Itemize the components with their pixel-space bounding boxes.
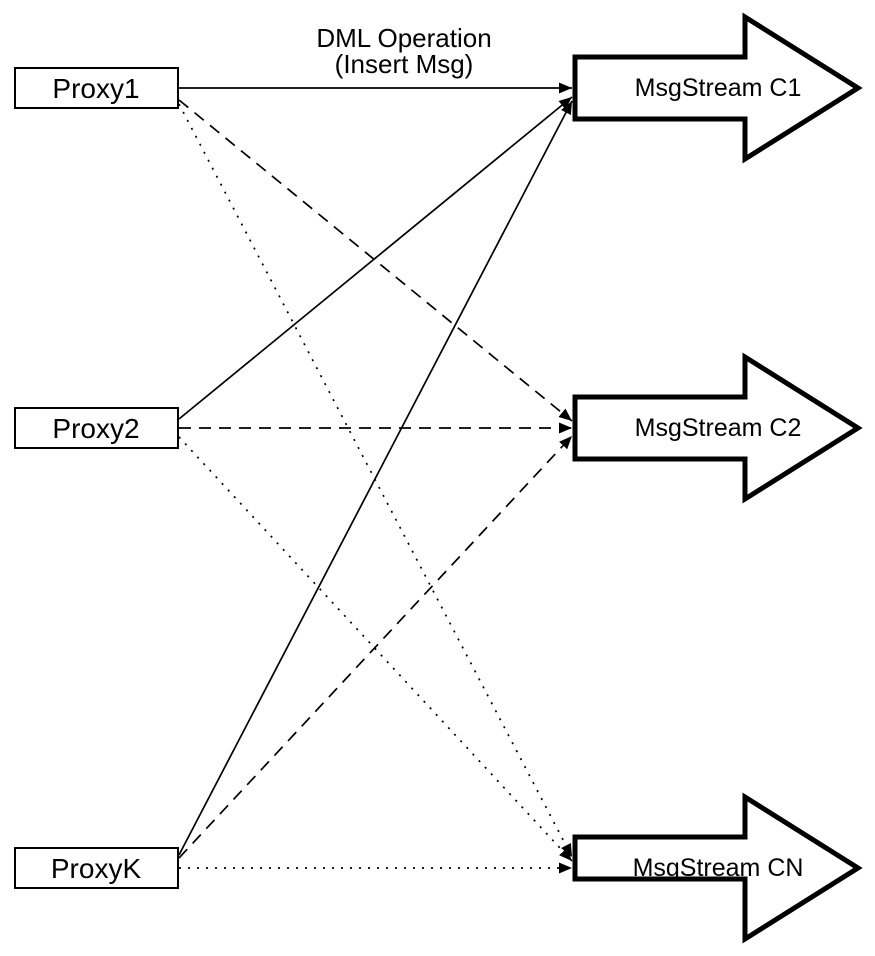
proxy2-node: Proxy2 [14, 407, 179, 449]
annotation-line2: (Insert Msg) [335, 49, 474, 79]
msgstream-c1-node: MsgStream C1 [572, 12, 863, 164]
msgstream-c2-node: MsgStream C2 [572, 352, 863, 504]
msgstream-c2-label: MsgStream C2 [635, 414, 802, 442]
connections-group [178, 82, 573, 874]
msgstream-cn-arrow-shape [572, 792, 863, 944]
proxy1-box [14, 67, 179, 109]
connector-proxyk-c1 [178, 100, 573, 856]
msgstream-c2-arrow-shape [572, 352, 863, 504]
annotation-label: DML Operation (Insert Msg) [316, 23, 491, 79]
msgstream-c1-label: MsgStream C1 [635, 74, 802, 102]
proxy1-label: Proxy1 [52, 73, 139, 104]
proxyk-label: ProxyK [51, 853, 142, 884]
connector-proxy1-cn [178, 103, 573, 858]
proxyk-node: ProxyK [14, 847, 179, 889]
msgstream-cn-node: MsgStream CN [572, 792, 863, 944]
annotation-line1: DML Operation [316, 23, 491, 53]
connector-proxyk-c2 [178, 435, 573, 859]
connector-proxy1-c2 [178, 99, 573, 422]
connector-proxy2-cn [178, 436, 573, 862]
proxy1-node: Proxy1 [14, 67, 179, 109]
proxy2-label: Proxy2 [52, 413, 139, 444]
proxy2-box [14, 407, 179, 449]
proxyk-box [14, 847, 179, 889]
msgstream-c1-arrow-shape [572, 12, 863, 164]
connector-proxy2-c1 [178, 96, 573, 420]
msgstream-cn-label: MsgStream CN [633, 854, 804, 882]
